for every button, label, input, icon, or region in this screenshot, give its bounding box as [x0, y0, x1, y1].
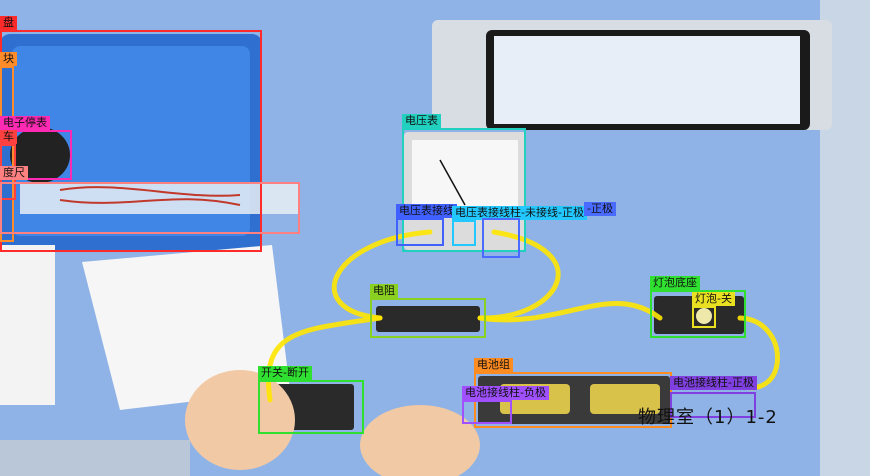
- detection-box-v_post_c: [482, 218, 520, 258]
- detection-label-stopwatch: 电子停表: [0, 116, 50, 130]
- detection-label-cart: 车: [0, 130, 17, 144]
- detection-label-bat_post_pos: 电池接线柱-正极: [670, 376, 757, 390]
- floor-strip: [0, 440, 190, 476]
- tablet-screen: [494, 36, 800, 124]
- detection-box-resistor: [370, 298, 486, 338]
- wire-resistor-bulb: [477, 301, 663, 323]
- detection-label-battery_pack: 电池组: [474, 358, 513, 372]
- detection-label-bat_post_neg: 电池接线柱-负极: [462, 386, 549, 400]
- battery-cell-2: [590, 384, 660, 414]
- paper-left: [0, 245, 55, 405]
- detection-label-bulb_off: 灯泡-关: [692, 292, 735, 306]
- bulb-shape: [696, 308, 712, 324]
- wires-in-basin: [59, 186, 241, 206]
- resistor-body: [376, 306, 480, 332]
- detection-box-bulb_off: [692, 306, 716, 328]
- detection-label-bulb_base: 灯泡底座: [650, 276, 700, 290]
- detection-box-switch_off: [258, 380, 364, 434]
- detection-box-voltmeter: [402, 128, 526, 252]
- voltmeter-face: [412, 140, 518, 212]
- detection-label-v_post_a: 电压表接线: [396, 204, 457, 218]
- detection-label-block: 块: [0, 52, 17, 66]
- detection-box-bulb_base: [650, 290, 746, 338]
- wire-voltmeter-resistor: [331, 229, 433, 321]
- detection-box-ruler: [0, 182, 300, 234]
- paper-exam: [82, 245, 290, 410]
- detection-label-switch_off: 开关-断开: [258, 366, 312, 380]
- detection-label-voltmeter: 电压表: [402, 114, 441, 128]
- detection-box-bat_post_neg: [462, 400, 512, 424]
- detection-label-ruler: 度尺: [0, 166, 28, 180]
- voltmeter-needle: [439, 159, 466, 206]
- station-watermark: 物理室（1）1-2: [638, 407, 778, 428]
- detection-label-resistor: 电阻: [370, 284, 398, 298]
- detection-box-v_post_a: [396, 218, 444, 246]
- detection-box-bat_post_pos: [670, 392, 756, 418]
- hand-right: [360, 405, 480, 476]
- wire-resistor-voltmeter: [477, 229, 561, 321]
- detection-label-v_post_b: 电压表接线柱-未接线-正极: [452, 206, 587, 220]
- detection-box-v_post_b: [452, 220, 476, 246]
- detection-label-basin: 盘: [0, 16, 17, 30]
- detection-label-v_post_c: -正极: [584, 202, 616, 216]
